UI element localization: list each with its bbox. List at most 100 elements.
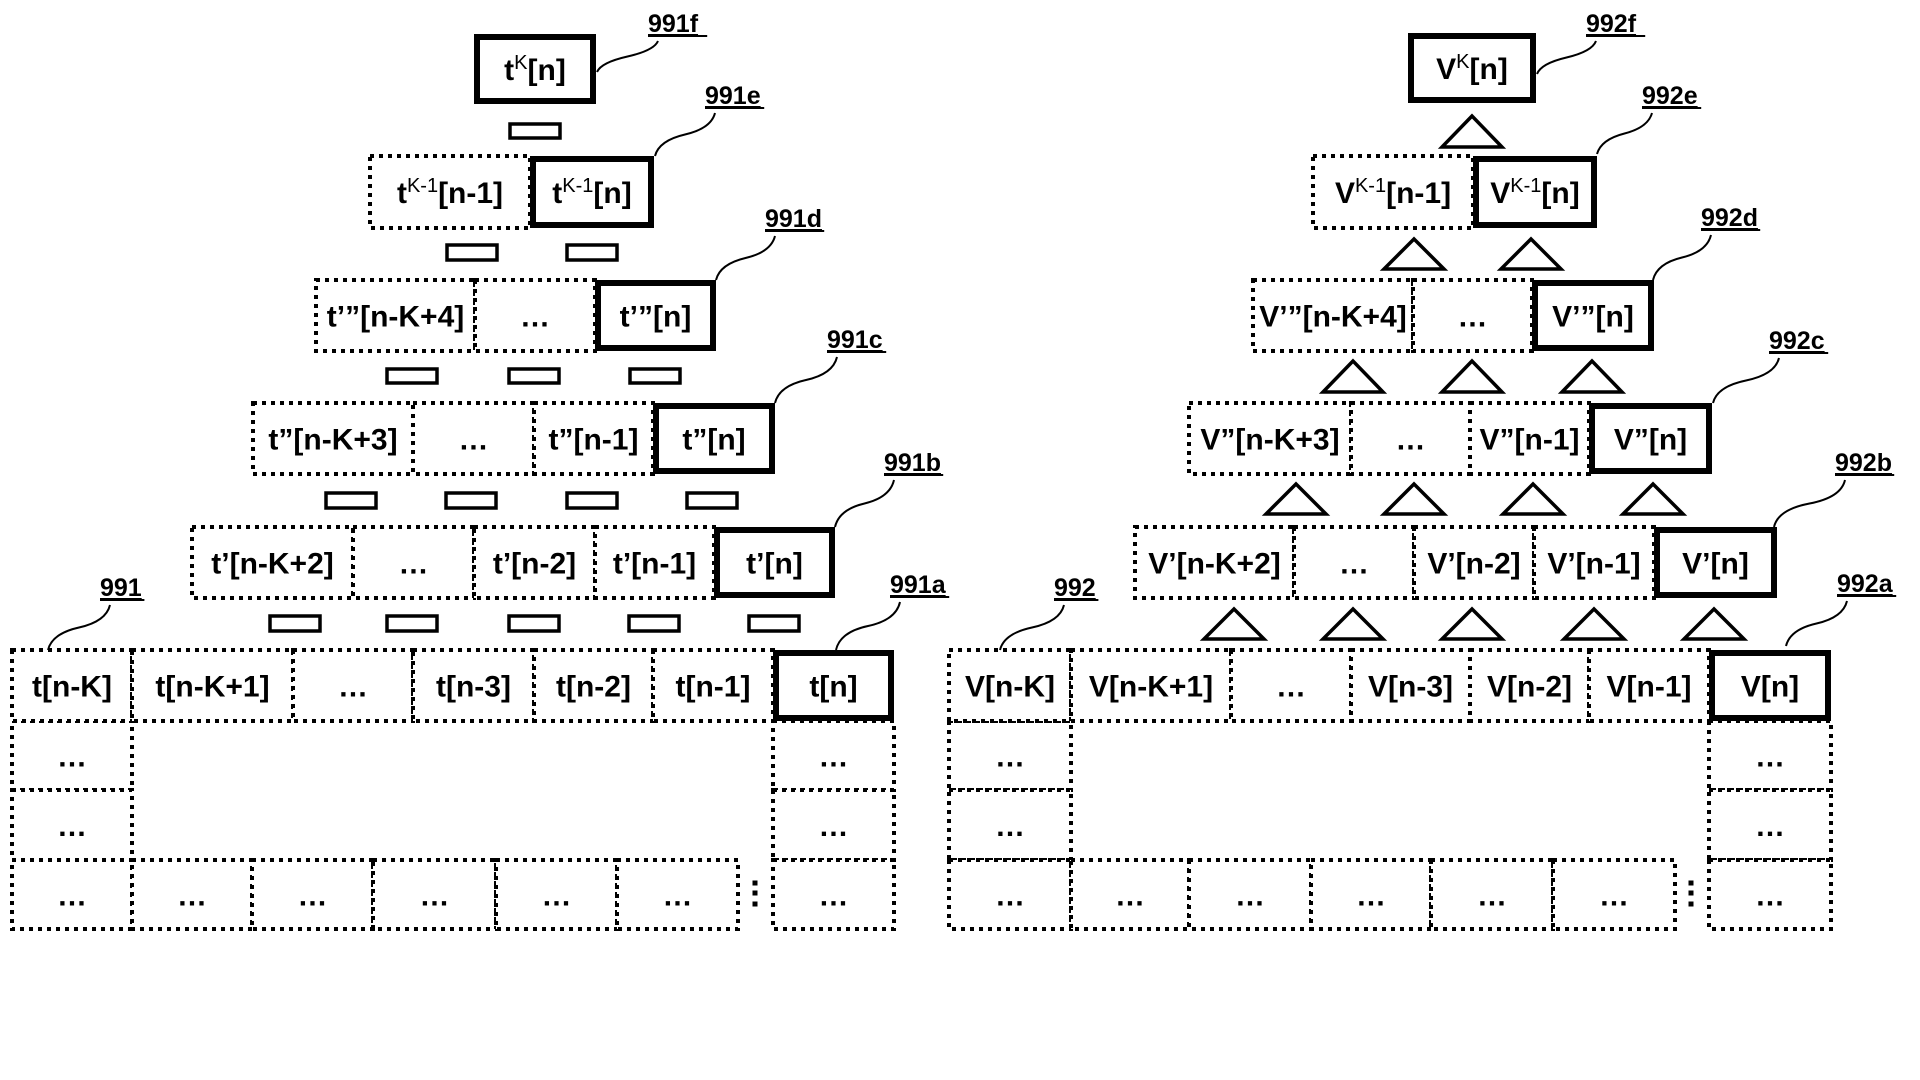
ref-992f: 992f bbox=[1536, 10, 1646, 75]
latest-column-cell: … bbox=[1707, 858, 1833, 931]
latest-cell: tK[n] bbox=[474, 34, 596, 104]
ref-992a: 992a bbox=[1785, 570, 1897, 647]
buffer-cell: t’[n-1] bbox=[593, 525, 716, 600]
reference-numeral: 992c bbox=[1769, 327, 1825, 355]
operation-block-icon bbox=[385, 367, 439, 385]
buffer-cell-label: t[n-2] bbox=[556, 671, 631, 704]
triangle-operator-icon bbox=[1318, 606, 1388, 641]
level-992c: V”[n-K+3] … V”[n-1] V”[n] bbox=[1187, 401, 1712, 476]
ref-991c: 991c bbox=[774, 326, 887, 404]
latest-column-cell: … bbox=[771, 858, 896, 931]
history-row-cell: … bbox=[10, 858, 134, 931]
buffer-cell-label: V[n-K] bbox=[965, 671, 1055, 704]
history-row-cell: … bbox=[1069, 858, 1191, 931]
history-column-ellipsis: … bbox=[57, 741, 87, 774]
ref-991b: 991b bbox=[834, 449, 944, 528]
buffer-cell-label: V[n-3] bbox=[1368, 671, 1453, 704]
buffer-cell-label: t[n-3] bbox=[436, 671, 511, 704]
history-column-ellipsis: … bbox=[57, 810, 87, 843]
operation-block-icon bbox=[444, 491, 498, 510]
buffer-cell-label: tK-1[n-1] bbox=[397, 175, 503, 210]
latest-column-ellipsis: … bbox=[819, 810, 849, 843]
buffer-cell-label: t[n-K+1] bbox=[155, 671, 269, 704]
triangle-operator-icon bbox=[1557, 358, 1627, 394]
buffer-cell-label: V’[n-1] bbox=[1547, 548, 1640, 581]
buffer-cell-label: … bbox=[399, 548, 429, 581]
buffer-cell-label: V”[n-K+3] bbox=[1200, 424, 1339, 457]
latest-cell-label: VK[n] bbox=[1436, 51, 1508, 86]
history-row-ellipsis: … bbox=[57, 880, 87, 913]
history-column-ellipsis: … bbox=[995, 741, 1025, 774]
latest-cell: V’”[n] bbox=[1532, 280, 1654, 351]
leader-line bbox=[1652, 234, 1712, 281]
buffer-cell-label: V[n-1] bbox=[1607, 671, 1692, 704]
buffer-cell: t[n-2] bbox=[532, 648, 655, 723]
buffer-cell: … bbox=[1292, 525, 1416, 600]
buffer-cell: t[n-K] bbox=[10, 648, 134, 723]
reference-numeral: 991 bbox=[100, 574, 142, 602]
operation-block-icon bbox=[628, 367, 682, 385]
operation-block-icon bbox=[565, 491, 619, 510]
history-row-ellipsis: … bbox=[420, 880, 450, 913]
latest-column-ellipsis: … bbox=[1755, 741, 1785, 774]
buffer-cell: … bbox=[1349, 401, 1472, 476]
latest-cell: t[n] bbox=[773, 650, 894, 721]
history-row-cell: … bbox=[947, 858, 1073, 931]
buffer-cell: V[n-K+1] bbox=[1069, 648, 1233, 723]
history-row-cell: … bbox=[1551, 858, 1677, 931]
ref-991: 991 bbox=[47, 574, 145, 651]
buffer-cell-label: … bbox=[520, 301, 550, 334]
history-row-ellipsis: … bbox=[177, 880, 207, 913]
triangle-operator-icon bbox=[1437, 606, 1507, 641]
triangle-operator-icon bbox=[1496, 236, 1566, 271]
buffer-cell: t[n-3] bbox=[411, 648, 536, 723]
history-column-ellipsis: … bbox=[995, 810, 1025, 843]
buffer-cell: … bbox=[473, 278, 597, 353]
ref-991f: 991f bbox=[596, 10, 708, 73]
latest-cell: t’[n] bbox=[714, 527, 835, 598]
latest-cell-label: VK-1[n] bbox=[1490, 175, 1579, 210]
operation-block-icon bbox=[507, 614, 561, 633]
latest-column-ellipsis: … bbox=[819, 880, 849, 913]
history-row-ellipsis: … bbox=[1235, 880, 1265, 913]
buffer-cell: t[n-1] bbox=[651, 648, 775, 723]
reference-numeral: 992b bbox=[1835, 449, 1892, 477]
buffer-cell: … bbox=[1229, 648, 1353, 723]
ref-992e: 992e bbox=[1596, 82, 1702, 155]
latest-column-cell: … bbox=[771, 719, 896, 792]
buffer-cell-label: V”[n-1] bbox=[1480, 424, 1580, 457]
latest-cell: V[n] bbox=[1709, 650, 1831, 721]
buffer-cell: tK-1[n-1] bbox=[368, 154, 532, 230]
history-row-ellipsis: … bbox=[1477, 880, 1507, 913]
level-992a: V[n-K] V[n-K+1] … V[n-3] V[n-2] V[n-1] V[n] bbox=[947, 648, 1831, 723]
buffer-cell-label: t’”[n-K+4] bbox=[327, 301, 465, 334]
latest-cell-label: V’[n] bbox=[1682, 548, 1749, 581]
triangle-operator-icon bbox=[1199, 606, 1269, 641]
triangle-operator-icon bbox=[1437, 358, 1507, 394]
history-row-cell: … bbox=[615, 858, 740, 931]
ref-991e: 991e bbox=[654, 82, 765, 157]
history-row-ellipsis: … bbox=[1115, 880, 1145, 913]
ref-991d: 991d bbox=[715, 205, 825, 281]
history-row-cell: … bbox=[1429, 858, 1555, 931]
buffer-cell: V’[n-1] bbox=[1532, 525, 1656, 600]
triangle-operator-icon bbox=[1379, 236, 1449, 271]
leader-line bbox=[47, 604, 111, 651]
reference-numeral: 992a bbox=[1837, 570, 1894, 598]
latest-cell: V”[n] bbox=[1589, 403, 1712, 474]
latest-column-ellipsis: … bbox=[1755, 810, 1785, 843]
latest-cell-label: tK-1[n] bbox=[552, 175, 631, 210]
buffer-cell: V[n-K] bbox=[947, 648, 1073, 723]
buffer-cell-label: t[n-K] bbox=[32, 671, 112, 704]
buffer-cell-label: t”[n-1] bbox=[549, 424, 639, 457]
buffer-cell: V[n-2] bbox=[1468, 648, 1591, 723]
buffer-cell: … bbox=[291, 648, 415, 723]
buffer-cell: t[n-K+1] bbox=[130, 648, 295, 723]
leader-line bbox=[999, 604, 1065, 651]
buffer-cell-label: … bbox=[1396, 424, 1426, 457]
buffer-cell-label: … bbox=[1276, 671, 1306, 704]
latest-cell: tK-1[n] bbox=[530, 156, 654, 228]
triangle-operator-icon bbox=[1379, 481, 1449, 516]
history-row-cell: … bbox=[1309, 858, 1433, 931]
